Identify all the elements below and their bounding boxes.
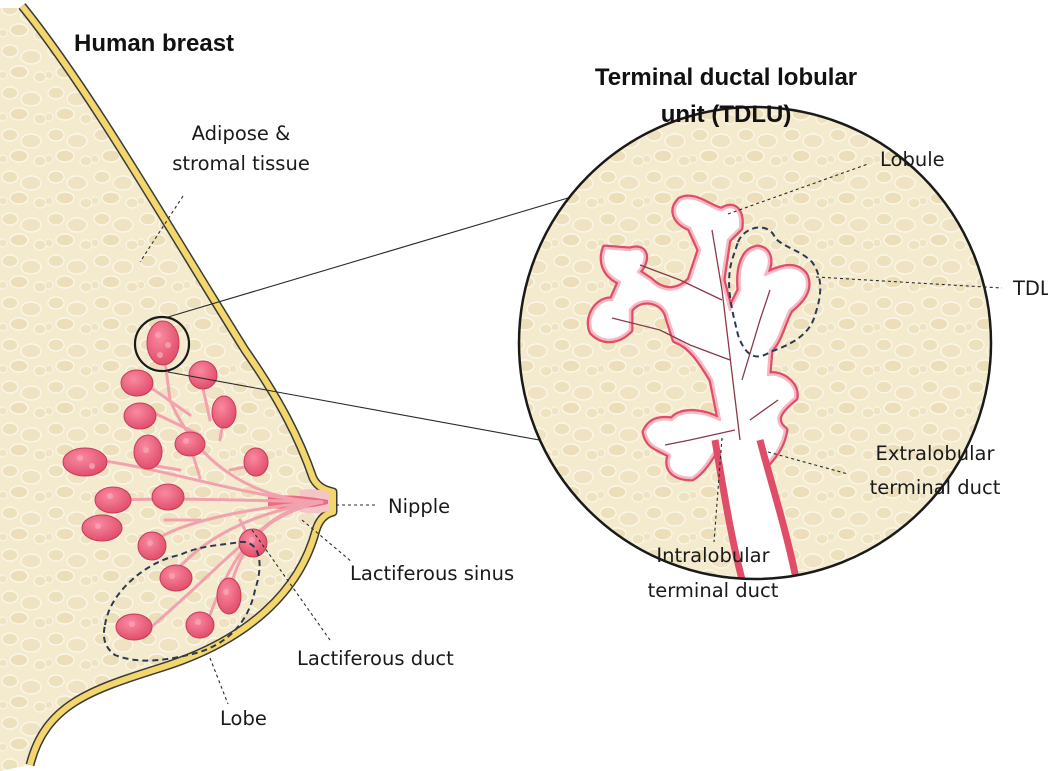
breast-title: Human breast xyxy=(74,30,234,57)
label-extralobular-line2: terminal duct xyxy=(870,476,1001,499)
tdlu-zoom-view xyxy=(519,107,991,600)
tdlu-title-line1: Terminal ductal lobular xyxy=(595,64,857,91)
label-adipose-line2: stromal tissue xyxy=(172,152,310,175)
label-lactiferous-duct: Lactiferous duct xyxy=(297,647,454,670)
label-nipple: Nipple xyxy=(388,495,450,518)
label-extralobular-line1: Extralobular xyxy=(876,442,996,465)
label-lactiferous-sinus: Lactiferous sinus xyxy=(350,562,514,585)
label-lobe: Lobe xyxy=(220,707,267,730)
label-tdlu: TDLU xyxy=(1012,277,1048,300)
tdlu-title-line2: unit (TDLU) xyxy=(661,101,792,128)
zoom-line-top xyxy=(168,198,568,317)
breast-section xyxy=(0,6,333,771)
label-intralobular-line2: terminal duct xyxy=(648,579,779,602)
label-lobule: Lobule xyxy=(880,148,945,171)
label-adipose-line1: Adipose & xyxy=(192,122,291,145)
leader-lobe xyxy=(210,658,228,704)
label-intralobular-line1: Intralobular xyxy=(656,544,770,567)
